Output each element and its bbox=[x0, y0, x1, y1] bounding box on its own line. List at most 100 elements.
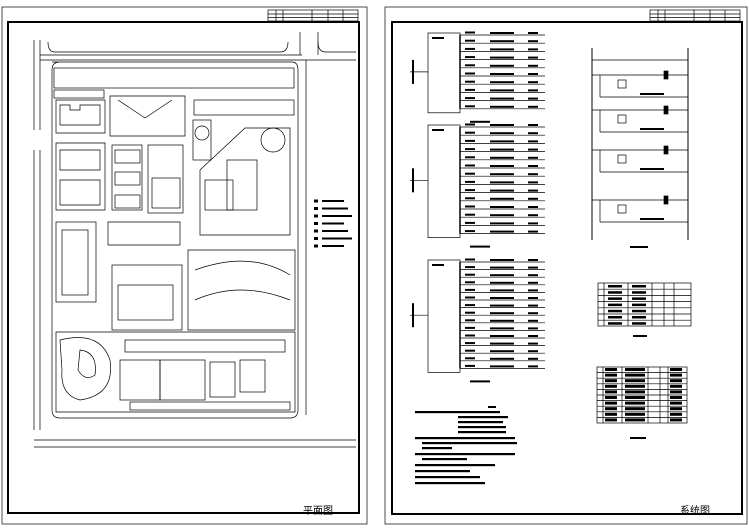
table-cell-placeholder bbox=[632, 322, 646, 325]
breaker-placeholder bbox=[465, 139, 475, 142]
note-line-placeholder bbox=[458, 416, 508, 419]
fuse-symbol bbox=[663, 70, 669, 80]
table-cell-placeholder bbox=[625, 396, 645, 399]
note-line-placeholder bbox=[422, 458, 467, 461]
table-cell-placeholder bbox=[632, 303, 646, 307]
panel-box bbox=[427, 32, 461, 114]
cable-spec-placeholder bbox=[490, 350, 514, 353]
legend-label-placeholder bbox=[322, 237, 352, 240]
table-cell-placeholder bbox=[625, 373, 645, 377]
buildings bbox=[53, 67, 296, 413]
breaker-placeholder bbox=[465, 64, 475, 67]
roads bbox=[33, 32, 356, 448]
cable-spec-placeholder bbox=[490, 289, 514, 292]
breaker-placeholder bbox=[465, 180, 475, 183]
load-placeholder bbox=[528, 105, 538, 108]
table-cell-placeholder bbox=[605, 368, 617, 371]
breaker-placeholder bbox=[465, 230, 475, 233]
note-line-placeholder bbox=[422, 447, 452, 450]
load-placeholder bbox=[528, 289, 538, 292]
load-placeholder bbox=[528, 181, 538, 184]
legend-symbol bbox=[314, 229, 318, 233]
breaker-placeholder bbox=[465, 39, 475, 42]
note-line-placeholder bbox=[415, 411, 500, 414]
cable-spec-placeholder bbox=[490, 173, 514, 176]
cable-spec-placeholder bbox=[490, 40, 514, 43]
table-cell-placeholder bbox=[625, 418, 645, 422]
note-line-placeholder bbox=[415, 464, 495, 467]
panel-caption-placeholder bbox=[470, 245, 490, 248]
breaker-placeholder bbox=[465, 72, 475, 75]
load-placeholder bbox=[528, 132, 538, 135]
table-cell-placeholder bbox=[632, 316, 646, 319]
fuse-symbol bbox=[663, 195, 669, 205]
table-cell-placeholder bbox=[608, 291, 622, 294]
breaker-placeholder bbox=[465, 172, 475, 175]
legend-label-placeholder bbox=[322, 222, 344, 225]
cable-spec-placeholder bbox=[490, 132, 514, 135]
breaker-placeholder bbox=[465, 164, 475, 167]
cable-spec-placeholder bbox=[490, 230, 514, 233]
cable-spec-placeholder bbox=[490, 140, 514, 143]
table-cell-placeholder bbox=[608, 303, 622, 307]
table-cell-placeholder bbox=[670, 412, 682, 416]
load-placeholder bbox=[528, 173, 538, 176]
table-cell-placeholder bbox=[605, 401, 617, 405]
breaker-placeholder bbox=[465, 156, 475, 159]
load-placeholder bbox=[528, 156, 538, 159]
legend-symbol bbox=[314, 237, 318, 240]
load-placeholder bbox=[528, 89, 538, 92]
note-line-placeholder bbox=[422, 442, 517, 445]
cable-spec-placeholder bbox=[490, 32, 514, 34]
note-line-placeholder bbox=[415, 476, 480, 479]
table-cell-placeholder bbox=[608, 316, 622, 319]
relay-coil bbox=[617, 79, 627, 89]
legend-symbol bbox=[314, 207, 318, 210]
cable-spec-placeholder bbox=[490, 357, 514, 360]
cable-spec-placeholder bbox=[490, 327, 514, 330]
cable-spec-placeholder bbox=[490, 222, 514, 225]
breaker-placeholder bbox=[465, 205, 475, 208]
breaker-placeholder bbox=[465, 47, 475, 50]
legend-symbol bbox=[314, 222, 318, 225]
cable-spec-placeholder bbox=[490, 319, 514, 322]
load-placeholder bbox=[528, 197, 538, 200]
load-placeholder bbox=[528, 148, 538, 151]
breaker-placeholder bbox=[465, 123, 475, 126]
fuse-symbol bbox=[663, 105, 669, 115]
breaker-placeholder bbox=[465, 349, 475, 352]
load-placeholder bbox=[528, 350, 538, 353]
legend-label-placeholder bbox=[322, 215, 352, 217]
control-label-placeholder bbox=[640, 128, 664, 130]
breaker-placeholder bbox=[465, 148, 475, 151]
load-placeholder bbox=[528, 304, 538, 307]
load-placeholder bbox=[528, 97, 538, 100]
feeder-label-placeholder bbox=[412, 303, 414, 328]
cable-spec-placeholder bbox=[490, 274, 514, 277]
cable-spec-placeholder bbox=[490, 56, 514, 59]
cable-spec-placeholder bbox=[490, 297, 514, 299]
table-cell-placeholder bbox=[608, 297, 622, 300]
sheet-inner-frame bbox=[391, 21, 743, 515]
breaker-placeholder bbox=[465, 281, 475, 284]
load-placeholder bbox=[528, 297, 538, 299]
notes-heading-placeholder bbox=[488, 406, 496, 408]
schematic-caption-placeholder bbox=[630, 246, 648, 248]
load-placeholder bbox=[528, 230, 538, 233]
table-cell-placeholder bbox=[670, 407, 682, 411]
cable-spec-placeholder bbox=[490, 89, 514, 92]
panel-name-placeholder bbox=[432, 264, 444, 266]
breaker-placeholder bbox=[465, 88, 475, 91]
load-placeholder bbox=[528, 259, 538, 261]
table-cell-placeholder bbox=[625, 401, 645, 405]
load-placeholder bbox=[528, 312, 538, 315]
cable-spec-placeholder bbox=[490, 105, 514, 108]
load-placeholder bbox=[528, 342, 538, 345]
load-placeholder bbox=[528, 327, 538, 330]
note-line-placeholder bbox=[415, 437, 515, 440]
cable-spec-placeholder bbox=[490, 181, 514, 184]
design-notes bbox=[415, 406, 517, 485]
load-placeholder bbox=[528, 274, 538, 277]
breaker-placeholder bbox=[465, 296, 475, 299]
